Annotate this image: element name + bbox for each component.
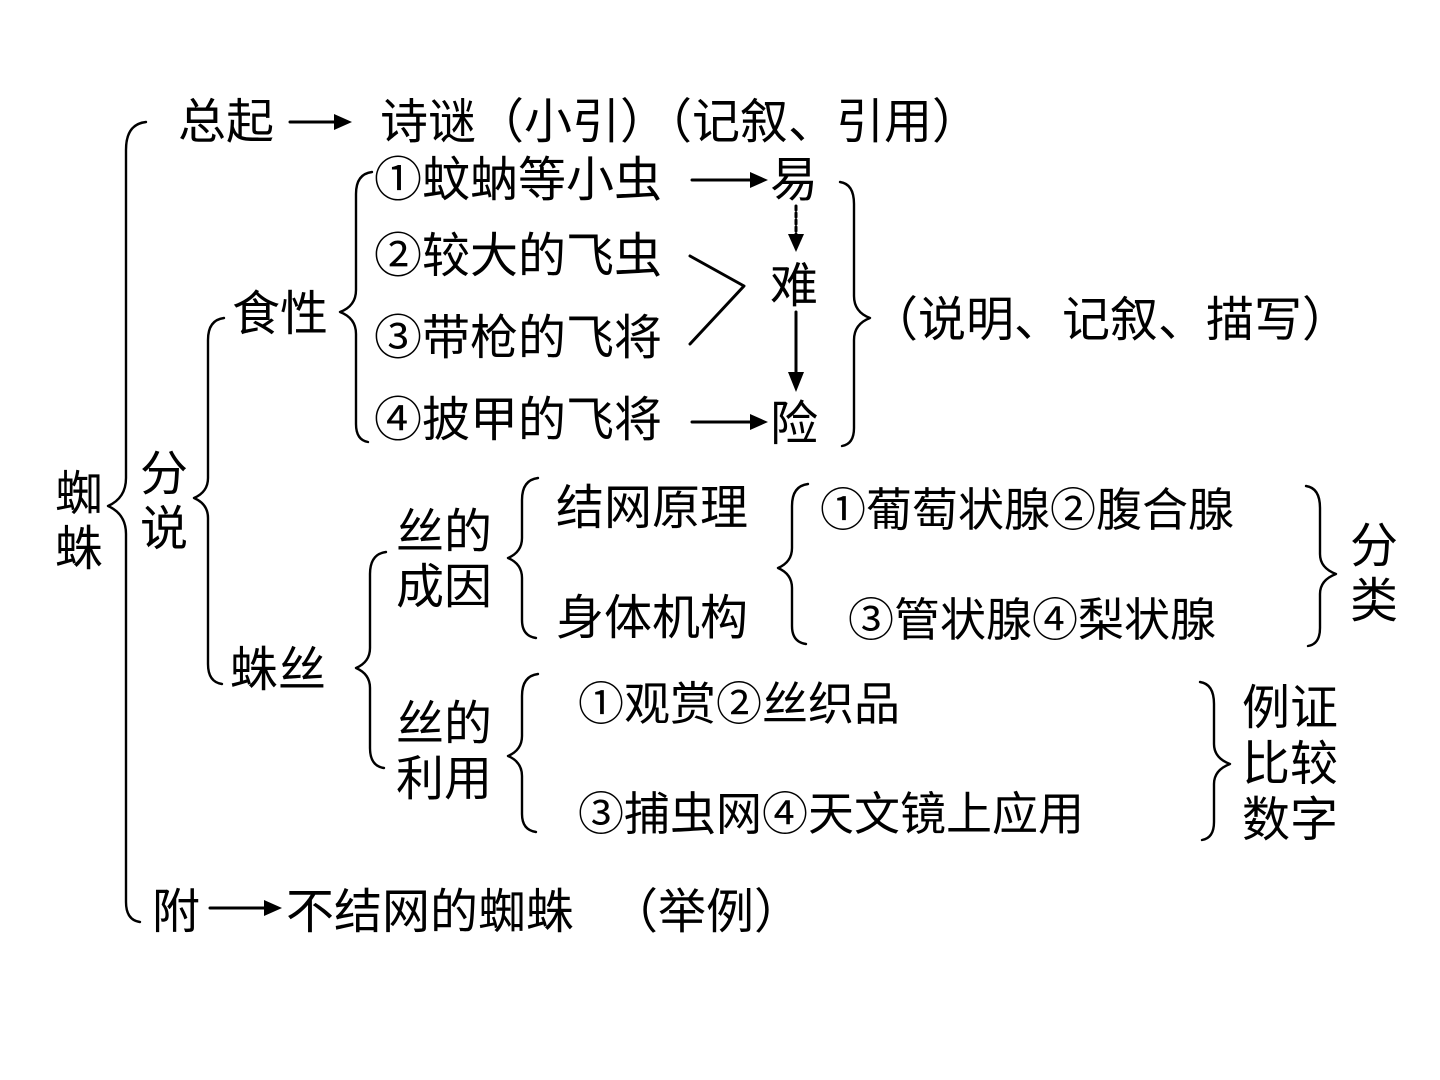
use-item-2: ③捕虫网④天文镜上应用 <box>578 787 1084 841</box>
root-brace <box>106 120 148 924</box>
gland-line-2: ③管状腺④梨状腺 <box>848 593 1216 647</box>
gland-closing-brace <box>1304 484 1338 648</box>
use-method-2: 比较 <box>1242 736 1338 792</box>
gland-brace <box>776 482 810 646</box>
diet-item-4: ④披甲的飞将 <box>374 392 662 448</box>
classify-method-line1: 分 <box>1350 518 1398 574</box>
use-method-3: 数字 <box>1242 792 1338 848</box>
root-label-line1: 蜘 <box>55 466 103 522</box>
cause-brace <box>506 476 540 640</box>
detail-brace <box>192 316 226 686</box>
intro-arrow-head <box>334 114 352 130</box>
appendix-content: 不结网的蜘蛛 <box>286 884 574 940</box>
use-label-line1: 丝的 <box>396 696 492 752</box>
diet-methods: （说明、记叙、描写） <box>870 292 1350 348</box>
root-label-line2: 蛛 <box>55 521 103 577</box>
appendix-label: 附 <box>152 884 200 940</box>
difficulty-hard: 难 <box>770 258 818 314</box>
cause-aspect-1: 结网原理 <box>556 480 748 536</box>
diet-closing-brace <box>838 180 872 448</box>
diet-label: 食性 <box>232 286 328 342</box>
detail-label-line2: 说 <box>140 501 188 557</box>
intro-content: 诗谜（小引）（记叙、引用） <box>380 94 980 150</box>
silk-label: 蛛丝 <box>230 642 326 698</box>
difficulty-easy: 易 <box>770 152 818 208</box>
classify-method-line2: 类 <box>1350 573 1398 629</box>
gland-line-1: ①葡萄状腺②腹合腺 <box>820 483 1234 537</box>
difficulty-danger: 险 <box>770 396 818 452</box>
detail-label-line1: 分 <box>140 446 188 502</box>
cause-label-line2: 成因 <box>396 559 492 615</box>
cause-label-line1: 丝的 <box>396 504 492 560</box>
use-item-1: ①观赏②丝织品 <box>578 677 900 731</box>
diet-item-2: ②较大的飞虫 <box>374 228 662 284</box>
use-closing-brace <box>1198 680 1232 842</box>
appendix-method: （举例） <box>610 884 802 940</box>
cause-aspect-2: 身体机构 <box>556 590 748 646</box>
diet-arrow-1-head <box>750 172 768 188</box>
difficulty-arrow-1-head <box>788 234 804 252</box>
diet-merge-lines <box>688 254 746 346</box>
silk-brace <box>354 550 388 770</box>
use-brace <box>506 672 540 834</box>
intro-label: 总起 <box>178 94 274 150</box>
diet-arrow-4-head <box>750 414 768 430</box>
difficulty-arrow-2-head <box>788 372 804 392</box>
appendix-arrow-head <box>264 900 282 916</box>
diet-brace <box>338 170 374 444</box>
use-method-1: 例证 <box>1242 680 1338 736</box>
use-label-line2: 利用 <box>396 751 492 807</box>
diet-item-3: ③带枪的飞将 <box>374 310 662 366</box>
diet-item-1: ①蚊蚋等小虫 <box>374 152 662 208</box>
